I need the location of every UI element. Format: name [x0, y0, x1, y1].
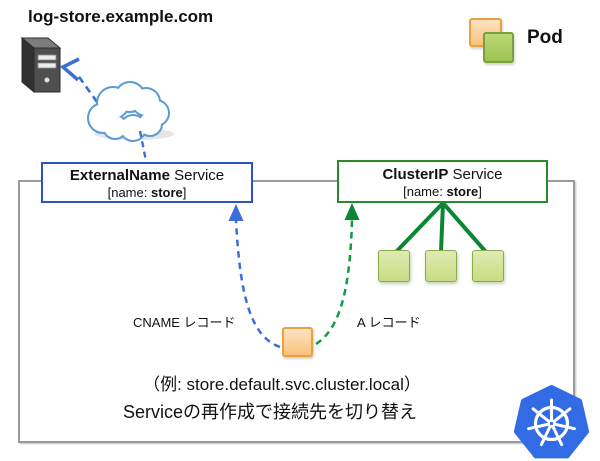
clusterip-service-title: ClusterIP Service: [382, 166, 503, 183]
externalname-service-box: ExternalName Service [name: store]: [41, 162, 253, 203]
pod-icon: [378, 250, 410, 282]
cloud-to-externalname-link: [138, 130, 148, 162]
pod-legend-label: Pod: [527, 27, 563, 48]
externalname-service-title: ExternalName Service: [69, 167, 225, 184]
cloud-icon: [87, 81, 174, 142]
cluster-boundary: [18, 180, 575, 443]
cloud-to-server-arrow: [59, 57, 99, 103]
pod-icon: [425, 250, 457, 282]
clusterip-service-box: ClusterIP Service [name: store]: [337, 160, 548, 203]
clusterip-to-pods-links: [394, 201, 488, 254]
cname-record-arrow: [228, 204, 281, 349]
dns-example-text: （例: store.default.svc.cluster.local）: [143, 375, 421, 394]
pod-legend-green-icon: [483, 32, 514, 63]
switch-note-text: Serviceの再作成で接続先を切り替え: [122, 402, 418, 422]
clusterip-service-name: [name: store]: [403, 184, 482, 199]
dns-record-pod-icon: [282, 327, 313, 357]
a-record-label: A レコード: [357, 315, 421, 330]
pod-icon: [472, 250, 504, 282]
externalname-service-name: [name: store]: [107, 185, 187, 200]
server-icon: [20, 36, 62, 94]
external-hostname-label: log-store.example.com: [28, 7, 214, 26]
cname-record-label: CNAME レコード: [133, 315, 236, 330]
a-record-arrow: [315, 203, 360, 346]
kubernetes-logo: [513, 385, 590, 459]
